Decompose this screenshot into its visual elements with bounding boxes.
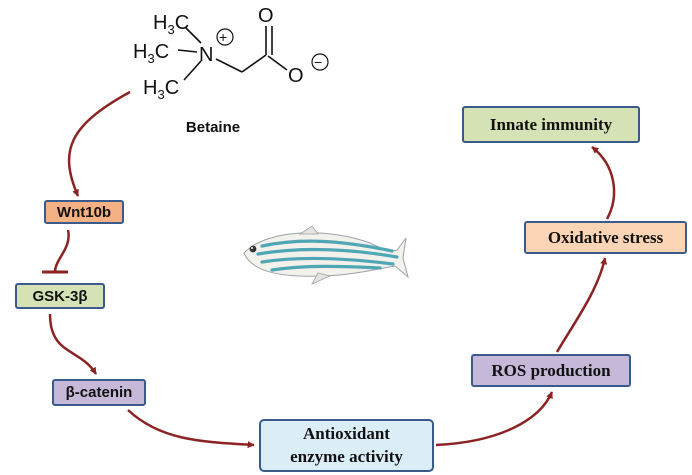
methyl-group-bottom: H3C — [143, 77, 179, 102]
gsk3b-label: GSK-3β — [32, 287, 88, 305]
nitrogen-atom: N — [199, 44, 213, 66]
arrow-oxidative-to-innate — [591, 146, 616, 220]
minus-charge-circle — [311, 53, 329, 71]
oxidative-stress-box: Oxidative stress — [524, 221, 687, 254]
antioxidant-label-line1: Antioxidant — [303, 423, 390, 443]
beta-catenin-box: β-catenin — [52, 379, 146, 406]
arrow-catenin-to-antioxidant — [127, 409, 255, 449]
arrow-betaine-to-wnt10b — [67, 90, 131, 197]
arrow-antioxidant-to-ros — [435, 391, 554, 447]
minus-charge: − — [314, 54, 322, 70]
methyl-group-left: H3C — [133, 41, 169, 66]
oxidative-stress-label: Oxidative stress — [547, 227, 664, 247]
beta-catenin-label: β-catenin — [65, 384, 133, 401]
wnt10b-label: Wnt10b — [56, 203, 112, 221]
betaine-label: Betaine — [185, 119, 241, 136]
chemical-bonds — [177, 26, 288, 81]
svg-text:H3C: H3C — [133, 41, 169, 66]
arrow-gsk3b-to-catenin — [48, 313, 98, 375]
wnt10b-box: Wnt10b — [44, 200, 124, 224]
oxygen-single-bond: O — [288, 65, 304, 87]
svg-text:H3C: H3C — [143, 77, 179, 102]
ros-production-box: ROS production — [471, 354, 631, 387]
innate-immunity-box: Innate immunity — [462, 106, 640, 143]
arrow-ros-to-oxidative — [555, 257, 608, 353]
oxygen-double-bond: O — [258, 5, 274, 27]
plus-charge: + — [219, 29, 227, 45]
antioxidant-label-line2: enzyme activity — [290, 446, 403, 466]
gsk3b-box: GSK-3β — [15, 283, 105, 309]
antioxidant-enzyme-box: Antioxidant enzyme activity — [259, 419, 434, 472]
innate-immunity-label: Innate immunity — [489, 114, 613, 134]
inhibition-wnt10b-to-gsk3b — [53, 229, 70, 272]
plus-charge-circle — [216, 28, 234, 46]
ros-production-label: ROS production — [491, 360, 611, 380]
